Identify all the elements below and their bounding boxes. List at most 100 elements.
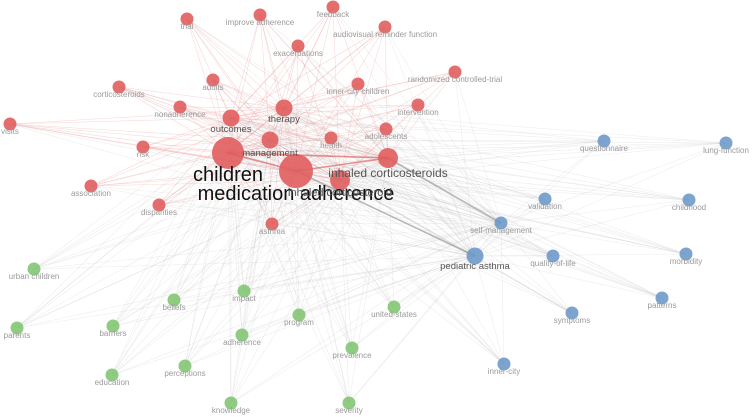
node-outcomes[interactable] xyxy=(222,109,240,127)
edge xyxy=(387,157,395,308)
node-exacerbations[interactable] xyxy=(291,39,305,53)
node-visits[interactable] xyxy=(3,117,17,131)
edge xyxy=(112,170,297,327)
edge xyxy=(227,128,387,154)
edge xyxy=(111,170,297,376)
node-validation[interactable] xyxy=(538,192,552,206)
node-severity[interactable] xyxy=(342,396,356,410)
node-parents[interactable] xyxy=(10,321,24,335)
edge xyxy=(351,157,389,349)
node-disparities[interactable] xyxy=(152,198,166,212)
edge xyxy=(269,71,456,141)
edge xyxy=(16,157,389,329)
edge xyxy=(112,117,232,327)
node-beliefs[interactable] xyxy=(167,293,181,307)
node-health[interactable] xyxy=(324,131,338,145)
node-patterns[interactable] xyxy=(655,291,669,305)
node-label-exacerbations: exacerbations xyxy=(273,49,323,58)
edge xyxy=(184,139,271,367)
node-symptoms[interactable] xyxy=(565,306,579,320)
edge xyxy=(339,142,727,181)
node-prevalence[interactable] xyxy=(345,341,359,355)
node-risk[interactable] xyxy=(136,140,150,154)
edge xyxy=(142,117,232,148)
node-education[interactable] xyxy=(105,368,119,382)
node-barriers[interactable] xyxy=(106,319,120,333)
node-urban-children[interactable] xyxy=(27,262,41,276)
node-lung-function[interactable] xyxy=(719,136,733,150)
node-morbidity[interactable] xyxy=(679,247,693,261)
edge xyxy=(9,123,389,159)
edge xyxy=(351,222,502,349)
node-program[interactable] xyxy=(292,308,306,322)
edge xyxy=(241,157,389,336)
node-self-management[interactable] xyxy=(494,216,508,230)
node-knowledge[interactable] xyxy=(224,396,238,410)
edge xyxy=(500,222,505,365)
edge xyxy=(227,152,505,365)
node-inner-city-children[interactable] xyxy=(351,77,365,91)
node-adults[interactable] xyxy=(206,73,220,87)
node-management[interactable] xyxy=(261,131,279,149)
node-pediatric-asthma[interactable] xyxy=(466,247,484,265)
edge xyxy=(179,106,285,109)
edge xyxy=(283,107,395,308)
node-asthma[interactable] xyxy=(265,217,279,231)
edge xyxy=(158,117,232,206)
node-med-adherence[interactable] xyxy=(279,154,313,188)
node-ics[interactable] xyxy=(378,148,398,168)
edge xyxy=(500,222,687,255)
edge xyxy=(230,117,341,181)
node-adherence[interactable] xyxy=(235,328,249,342)
edge xyxy=(184,107,285,367)
node-inhaled-cs[interactable] xyxy=(330,170,350,190)
node-association[interactable] xyxy=(84,179,98,193)
node-adolescents[interactable] xyxy=(379,122,393,136)
edge xyxy=(16,139,271,329)
edge xyxy=(339,179,395,308)
edge xyxy=(348,255,476,404)
edge xyxy=(243,255,476,292)
node-corticosteroids[interactable] xyxy=(112,80,126,94)
edge xyxy=(241,107,285,336)
node-perceptions[interactable] xyxy=(178,359,192,373)
node-children[interactable] xyxy=(212,137,244,169)
edge xyxy=(330,137,389,159)
node-qol[interactable] xyxy=(546,249,560,263)
node-childhood[interactable] xyxy=(682,193,696,207)
edge xyxy=(230,117,554,257)
edge xyxy=(384,26,476,257)
edge xyxy=(158,179,341,206)
node-nonadherence[interactable] xyxy=(173,100,187,114)
edge xyxy=(227,14,261,154)
node-impact[interactable] xyxy=(237,284,251,298)
edge xyxy=(184,157,389,367)
node-audiovisual[interactable] xyxy=(378,20,392,34)
edge xyxy=(118,86,271,141)
edge xyxy=(230,107,285,404)
edge xyxy=(243,222,502,292)
node-feedback[interactable] xyxy=(326,0,340,14)
edge xyxy=(230,45,299,119)
edge xyxy=(283,107,300,316)
node-label-parents: parents xyxy=(4,331,31,340)
edge xyxy=(283,107,546,200)
node-improve-adherence[interactable] xyxy=(253,8,267,22)
node-label-adherence: adherence xyxy=(223,338,261,347)
edge xyxy=(9,107,285,125)
node-inner-city[interactable] xyxy=(497,357,511,371)
node-therapy[interactable] xyxy=(275,99,293,117)
edge xyxy=(259,14,476,257)
node-label-symptoms: symptoms xyxy=(554,316,590,325)
edge xyxy=(9,123,297,172)
node-united-states[interactable] xyxy=(387,300,401,314)
edge xyxy=(230,117,353,349)
node-questionnaire[interactable] xyxy=(597,134,611,148)
edge xyxy=(474,199,690,257)
edge xyxy=(173,255,476,301)
edge xyxy=(186,18,389,159)
node-rct[interactable] xyxy=(448,65,462,79)
edge xyxy=(186,18,271,141)
node-trial[interactable] xyxy=(180,12,194,26)
node-intervention[interactable] xyxy=(411,98,425,112)
